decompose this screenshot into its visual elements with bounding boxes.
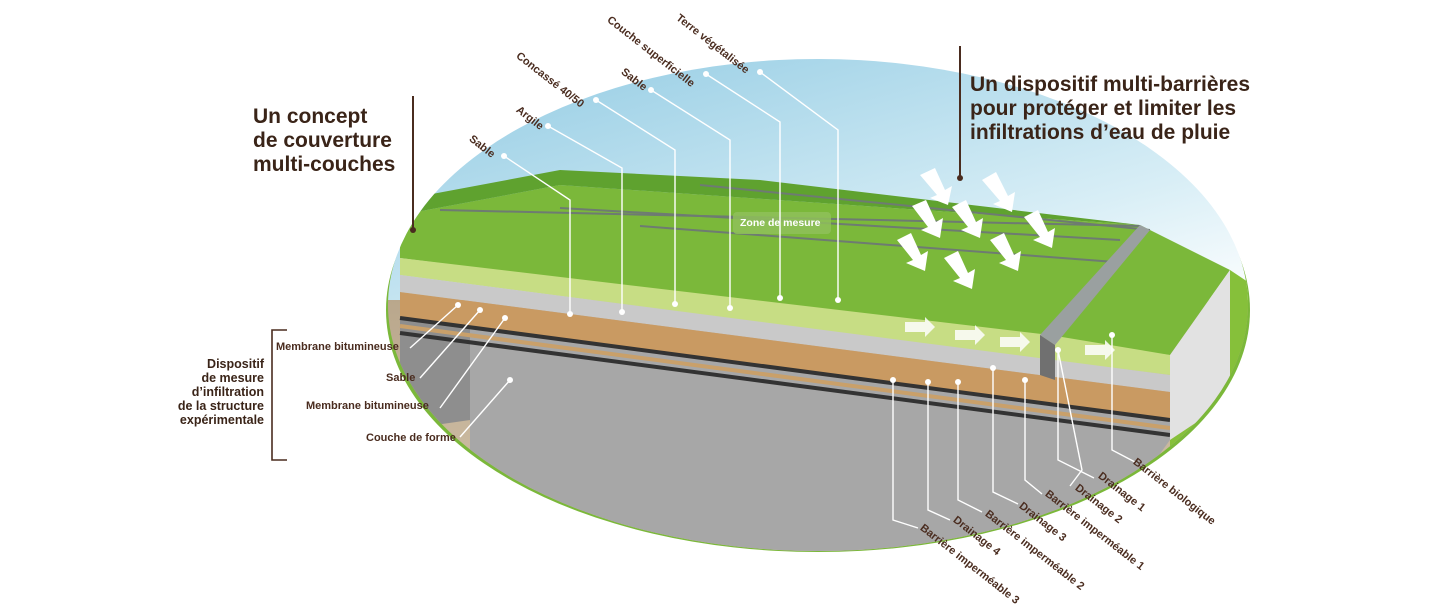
label-membrane-2: Membrane bitumineuse [306, 400, 429, 412]
heading-right: Un dispositif multi-barrières pour proté… [970, 73, 1310, 145]
device-label: Dispositif de mesure d’infiltration de l… [150, 357, 264, 427]
layer-gravel [400, 275, 1170, 392]
right-wall [1170, 270, 1230, 440]
zone-badge [733, 212, 831, 234]
device-label-line-1: Dispositif [207, 357, 264, 371]
grass-field [400, 185, 1230, 355]
label-couche-de-forme: Couche de forme [366, 432, 456, 444]
heading-right-line-2: pour protéger et limiter les [970, 97, 1237, 120]
heading-left: Un concept de couverture multi-couches [253, 105, 453, 177]
zone-label: Zone de mesure [740, 217, 821, 229]
leaders-left [409, 304, 511, 438]
heading-left-line-2: de couverture [253, 129, 392, 152]
device-label-line-3: d’infiltration [191, 385, 264, 399]
device-label-line-2: de mesure [201, 371, 264, 385]
heading-left-line-3: multi-couches [253, 153, 396, 176]
leaders-top [503, 71, 839, 314]
layer-clay [400, 292, 1170, 420]
heading-right-line-1: Un dispositif multi-barrières [970, 73, 1251, 96]
layer-topsoil-light [400, 258, 1170, 375]
device-bracket [271, 329, 287, 461]
device-label-line-4: de la structure [177, 399, 264, 413]
heading-right-line-3: infiltrations d’eau de pluie [970, 121, 1231, 144]
heading-left-line-1: Un concept [253, 105, 368, 128]
leaders-bottom [892, 335, 1136, 529]
subgrade-block [470, 305, 1170, 551]
rain-arrows [897, 168, 1055, 289]
device-label-line-5: expérimentale [179, 413, 264, 427]
label-sable-left: Sable [386, 372, 416, 384]
label-membrane-1: Membrane bitumineuse [276, 341, 399, 353]
